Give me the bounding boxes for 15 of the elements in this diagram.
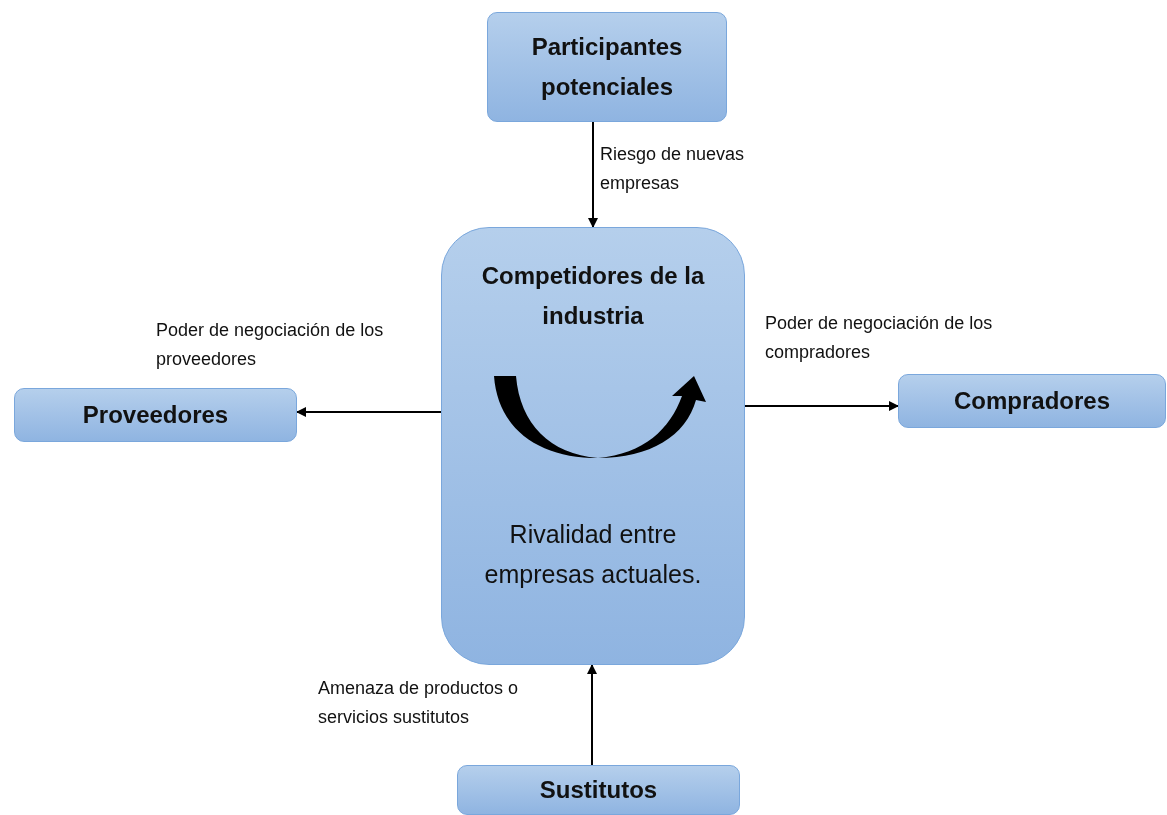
arrow: [744, 401, 899, 411]
node-title: Competidores de la industria: [480, 261, 706, 331]
rounded-box: [441, 227, 745, 665]
node-title: Compradores: [953, 386, 1110, 416]
process-box: [457, 765, 740, 815]
arrow: [588, 121, 598, 228]
node-text: Rivalidad entre empresas actuales.: [483, 519, 703, 590]
arrow: [587, 664, 597, 766]
node-title: Participantes potenciales: [530, 32, 684, 102]
process-box: [898, 374, 1166, 428]
process-box: [487, 12, 727, 122]
arrow: [296, 407, 442, 417]
node-title: Proveedores: [82, 400, 229, 430]
node-title: Sustitutos: [539, 775, 658, 805]
process-box: [14, 388, 297, 442]
